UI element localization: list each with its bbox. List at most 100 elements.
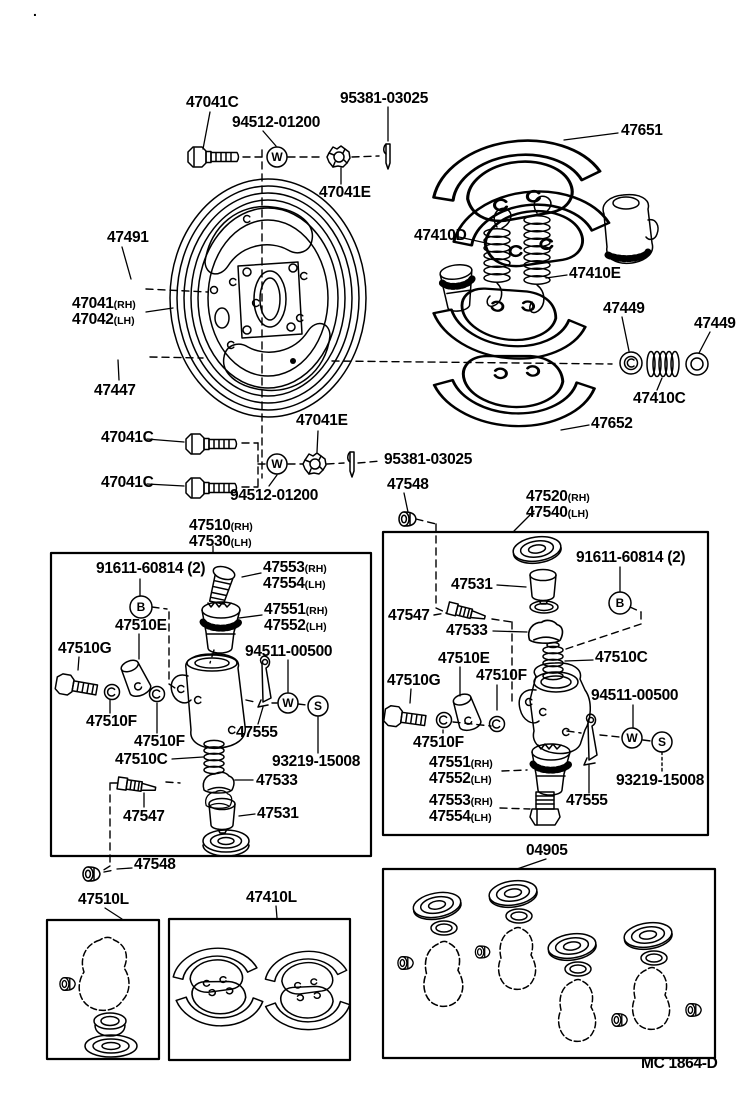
side-tag: (RH)	[567, 492, 590, 504]
label-47652: 47652	[591, 415, 633, 432]
part-number: 47553	[429, 792, 471, 809]
part-number: 47530	[189, 533, 231, 550]
label-47449-b: 47449	[694, 315, 736, 332]
label-47510-rh: 47510(RH)	[189, 518, 253, 534]
anchor-bolt-lower-b	[185, 477, 238, 499]
label-47555-right: 47555	[566, 792, 608, 809]
label-91611-left: 91611-60814 (2)	[96, 560, 206, 577]
washer-symbol-letter: W	[282, 696, 294, 710]
side-tag: (LH)	[470, 774, 492, 786]
label-47447: 47447	[94, 382, 136, 399]
label-47510l: 47510L	[78, 891, 129, 908]
label-47041e-lower: 47041E	[296, 412, 348, 429]
wheel-cylinder-assembled-drawing	[602, 193, 659, 265]
anchor-bolt-top	[187, 146, 240, 168]
screw-symbol-letter: S	[658, 735, 666, 749]
label-47547-right: 47547	[388, 607, 430, 624]
label-47510c-left: 47510C	[115, 751, 168, 768]
washer-symbol-letter: W	[271, 150, 283, 164]
label-47531-right: 47531	[451, 576, 493, 593]
label-95381-top: 95381-03025	[340, 90, 429, 107]
side-tag: (LH)	[470, 812, 492, 824]
part-number: 47551	[264, 601, 306, 618]
label-47410d: 47410D	[414, 227, 467, 244]
side-tag: (RH)	[305, 605, 328, 617]
lock-nut-lower	[302, 452, 327, 475]
label-47041c-lower-a: 47041C	[101, 429, 154, 446]
sheet-code: MC 1864-D	[641, 1055, 718, 1072]
label-47551-rh-left: 47551(RH)	[264, 602, 328, 618]
label-47041c-lower-b: 47041C	[101, 474, 154, 491]
label-47554-lh-right: 47554(LH)	[429, 809, 492, 825]
label-47552-lh-left: 47552(LH)	[264, 618, 327, 634]
label-93219-right: 93219-15008	[616, 772, 705, 789]
part-number: 47520	[526, 488, 568, 505]
label-47530-lh: 47530(LH)	[189, 534, 252, 550]
side-tag: (RH)	[113, 299, 136, 311]
label-95381-lower: 95381-03025	[384, 451, 473, 468]
part-number: 47554	[429, 808, 471, 825]
shoe-kit-47410l-drawing	[171, 945, 352, 1032]
label-47410e: 47410E	[569, 265, 621, 282]
label-47510f1-left: 47510F	[86, 713, 137, 730]
label-94511-left: 94511-00500	[245, 643, 333, 660]
part-number: 47552	[264, 617, 306, 634]
side-tag: (LH)	[304, 579, 326, 591]
label-47553-rh-left: 47553(RH)	[263, 560, 327, 576]
washer-symbol-letter: W	[626, 731, 638, 745]
label-94511-right: 94511-00500	[591, 687, 679, 704]
label-91611-right: 91611-60814 (2)	[576, 549, 686, 566]
side-tag: (RH)	[230, 521, 253, 533]
label-47510g-left: 47510G	[58, 640, 112, 657]
label-47533-left: 47533	[256, 772, 298, 789]
left-kit-drawing	[54, 565, 329, 857]
label-47510g-right: 47510G	[387, 672, 441, 689]
bolt-symbol-letter: B	[137, 600, 146, 614]
label-47533-right: 47533	[446, 622, 488, 639]
shoe-assembly-47652	[427, 277, 598, 434]
leader-lines	[77, 106, 711, 920]
part-number: 47552	[429, 770, 471, 787]
side-tag: (LH)	[113, 315, 135, 327]
label-47548-upper: 47548	[387, 476, 429, 493]
label-47551-rh-right: 47551(RH)	[429, 755, 493, 771]
part-number: 47042	[72, 311, 114, 328]
cotter-pin-lower	[347, 451, 355, 478]
assembly-dashed-lines	[101, 149, 652, 873]
part-number: 47551	[429, 754, 471, 771]
label-94512-lower: 94512-01200	[230, 487, 319, 504]
backing-plate-drawing	[169, 178, 367, 418]
cotter-pin-top	[383, 143, 391, 170]
boot-kit-47510l-drawing	[78, 936, 130, 1012]
label-47510f2-right: 47510F	[413, 734, 464, 751]
adjuster-assembled-drawing	[438, 263, 476, 312]
side-tag: (RH)	[470, 758, 493, 770]
label-47548-bottom: 47548	[134, 856, 176, 873]
return-spring-47410d	[483, 207, 512, 308]
label-47552-lh-right: 47552(LH)	[429, 771, 492, 787]
shoe-assembly-47651	[427, 131, 613, 272]
washer-symbol-letter: W	[271, 457, 283, 471]
label-47540-lh: 47540(LH)	[526, 505, 589, 521]
washer-symbol-top	[266, 146, 288, 168]
label-47410l: 47410L	[246, 889, 297, 906]
label-47042-lh: 47042(LH)	[72, 312, 135, 328]
shoe-hold-cup-b	[685, 352, 709, 376]
label-47041-rh: 47041(RH)	[72, 296, 136, 312]
grommet-bottom	[82, 866, 101, 882]
label-47510e-left: 47510E	[115, 617, 167, 634]
part-number: 47554	[263, 575, 305, 592]
label-47510e-right: 47510E	[438, 650, 490, 667]
kit-boxes	[45, 530, 717, 1062]
label-47554-lh-left: 47554(LH)	[263, 576, 326, 592]
cup-kit-04905-drawing	[397, 877, 702, 1043]
screw-symbol-letter: S	[314, 699, 322, 713]
label-47553-rh-right: 47553(RH)	[429, 793, 493, 809]
label-47651: 47651	[621, 122, 663, 139]
anchor-bolt-lower-a	[185, 433, 238, 455]
grommet-upper	[398, 511, 417, 527]
part-number: 47041	[72, 295, 114, 312]
stray-dot: .	[33, 3, 37, 19]
